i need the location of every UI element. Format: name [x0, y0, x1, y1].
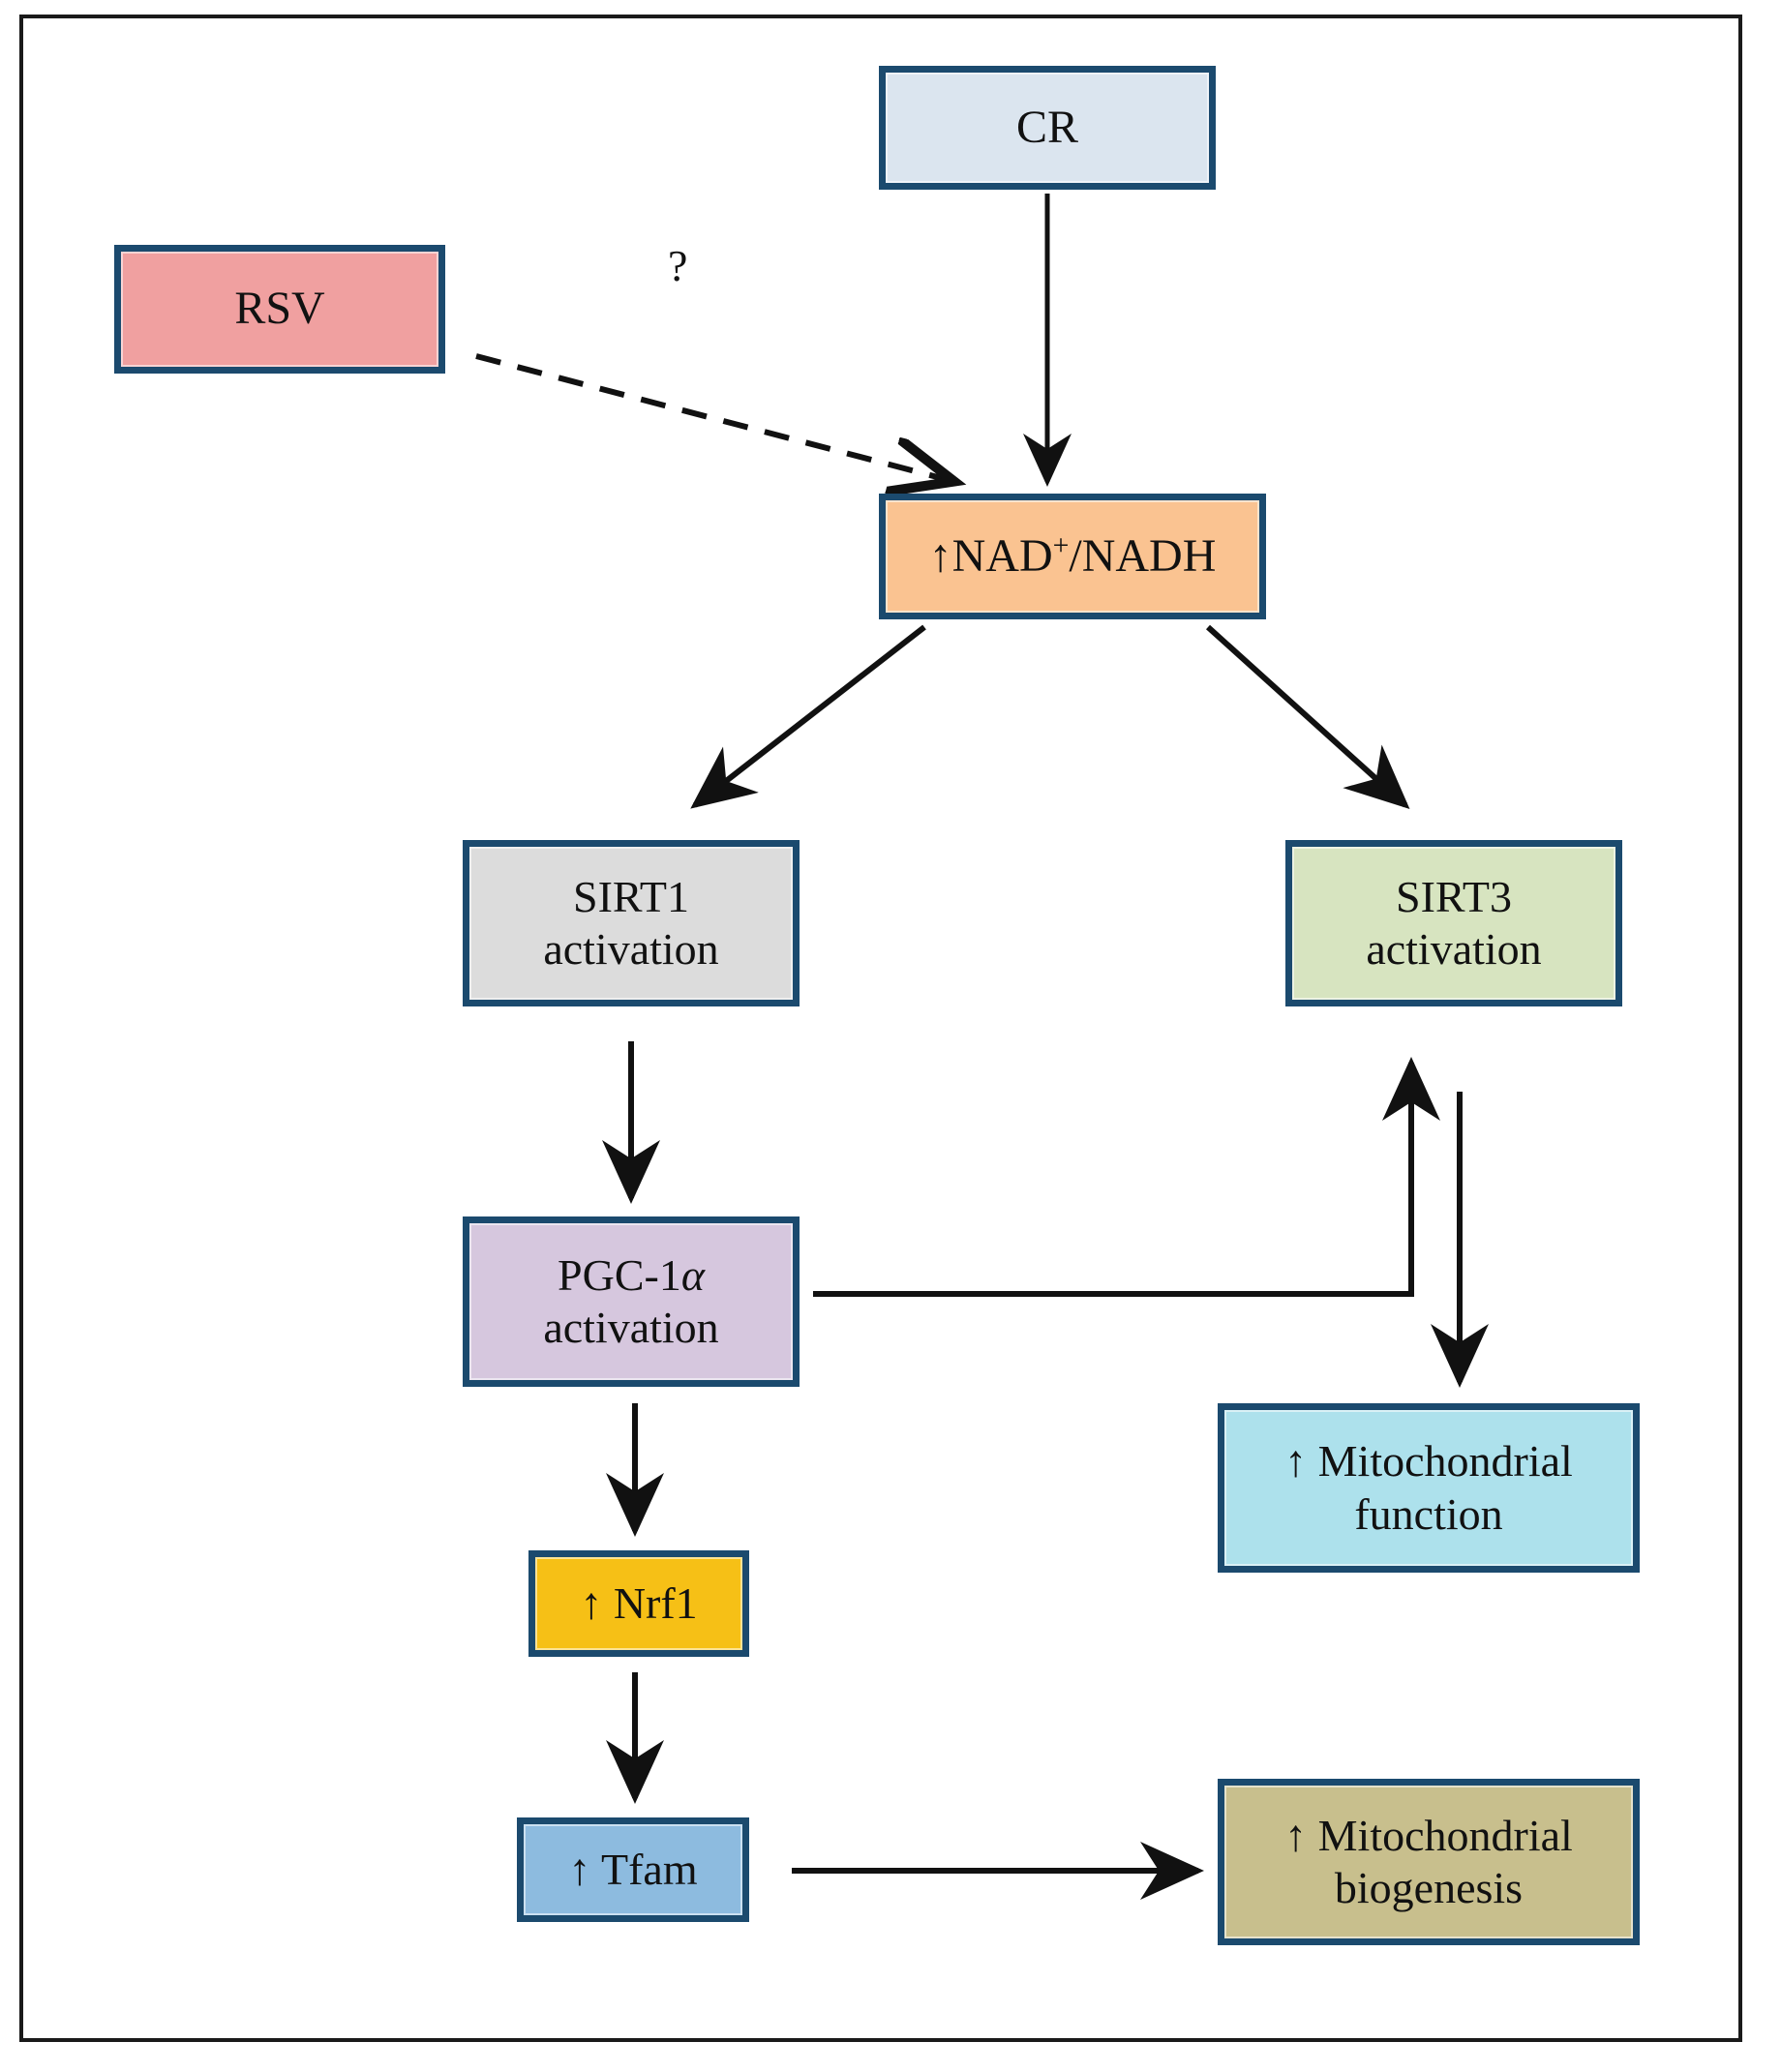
node-nrf1[interactable]: ↑ Nrf1: [528, 1550, 749, 1657]
node-cr-label: CR: [1015, 101, 1079, 153]
node-sirt1-activation[interactable]: SIRT1 activation: [463, 840, 800, 1006]
node-rsv[interactable]: RSV: [114, 245, 445, 374]
node-mitochondrial-function-label: ↑ Mitochondrial function: [1284, 1436, 1573, 1539]
node-cr[interactable]: CR: [879, 66, 1216, 190]
uncertainty-question-mark: ?: [668, 241, 688, 290]
node-mitochondrial-biogenesis-label: ↑ Mitochondrial biogenesis: [1284, 1810, 1573, 1912]
node-mitochondrial-function[interactable]: ↑ Mitochondrial function: [1218, 1403, 1640, 1573]
node-nrf1-label: ↑ Nrf1: [580, 1577, 698, 1628]
node-rsv-label: RSV: [234, 283, 325, 335]
node-tfam[interactable]: ↑ Tfam: [517, 1817, 749, 1922]
node-tfam-label: ↑ Tfam: [568, 1844, 698, 1894]
node-sirt3-activation-label: SIRT3 activation: [1366, 871, 1542, 974]
node-nad-ratio-label: ↑NAD+/NADH: [928, 528, 1217, 582]
node-sirt3-activation[interactable]: SIRT3 activation: [1285, 840, 1622, 1006]
node-sirt1-activation-label: SIRT1 activation: [543, 871, 719, 974]
node-mitochondrial-biogenesis[interactable]: ↑ Mitochondrial biogenesis: [1218, 1779, 1640, 1945]
node-nad-ratio[interactable]: ↑NAD+/NADH: [879, 494, 1266, 619]
